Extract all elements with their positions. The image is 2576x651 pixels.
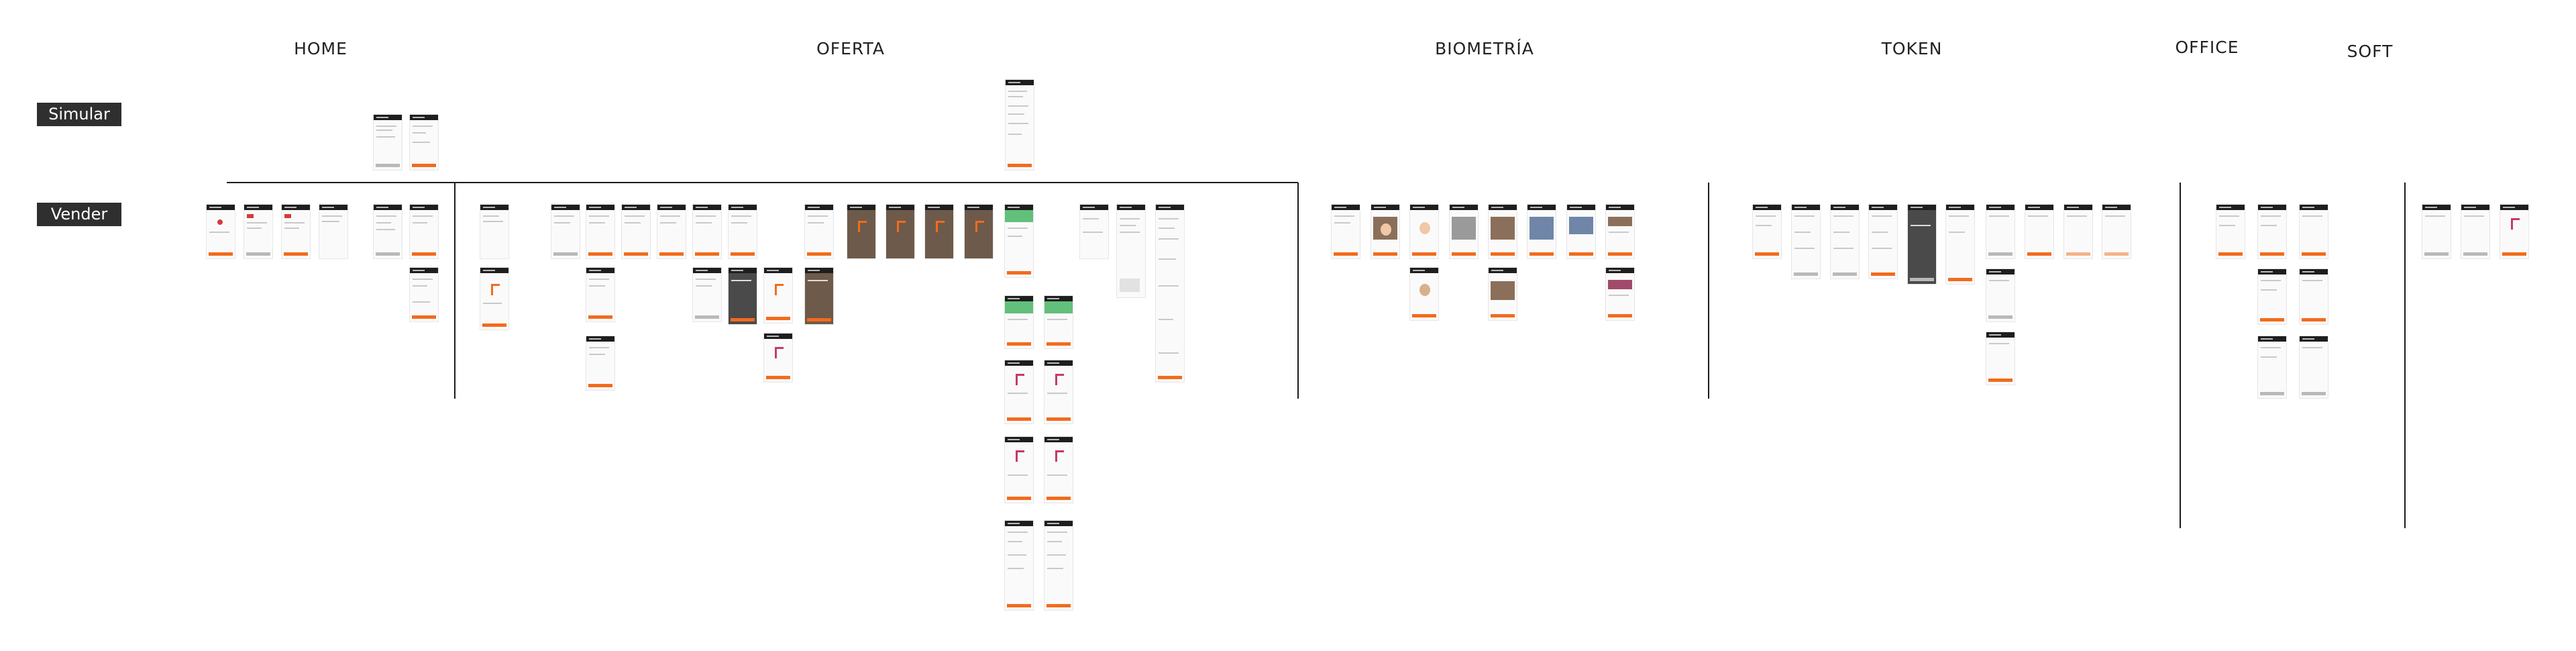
screen-thumbnail[interactable] [2063, 204, 2093, 259]
screen-thumbnail[interactable] [924, 204, 954, 259]
screen-thumbnail[interactable] [1527, 204, 1556, 259]
screen-thumbnail[interactable] [2299, 204, 2328, 259]
row-label-vender: Vender [37, 203, 121, 226]
screen-thumbnail[interactable] [1044, 436, 1073, 503]
screen-thumbnail[interactable] [586, 336, 615, 391]
section-title-soft: SOFT [2347, 42, 2394, 61]
screen-thumbnail[interactable] [2257, 268, 2287, 325]
screen-thumbnail[interactable] [1371, 204, 1400, 259]
screen-thumbnail[interactable] [409, 114, 439, 170]
screen-thumbnail[interactable] [1791, 204, 1821, 279]
screen-thumbnail[interactable] [1986, 204, 2015, 259]
screen-thumbnail[interactable] [1331, 204, 1360, 259]
screen-thumbnail[interactable] [1005, 79, 1034, 170]
screen-thumbnail[interactable] [728, 267, 757, 325]
screen-thumbnail[interactable] [804, 267, 834, 325]
screen-thumbnail[interactable] [1044, 295, 1073, 349]
screen-thumbnail[interactable] [763, 267, 793, 323]
screen-thumbnail[interactable] [1945, 204, 1975, 285]
screen-thumbnail[interactable] [1566, 204, 1596, 259]
section-title-biometria: BIOMETRÍA [1435, 39, 1534, 58]
screen-thumbnail[interactable] [373, 114, 402, 170]
screen-thumbnail[interactable] [2299, 336, 2328, 399]
screen-thumbnail[interactable] [1155, 204, 1185, 383]
screen-thumbnail[interactable] [1868, 204, 1898, 279]
section-title-office: OFFICE [2175, 38, 2239, 57]
screen-thumbnail[interactable] [621, 204, 651, 259]
screen-thumbnail[interactable] [1752, 204, 1782, 259]
screen-thumbnail[interactable] [586, 267, 615, 322]
screen-thumbnail[interactable] [1488, 267, 1517, 321]
screen-thumbnail[interactable] [1004, 204, 1034, 278]
section-title-oferta: OFERTA [816, 39, 885, 58]
screen-thumbnail[interactable] [1004, 436, 1034, 503]
screen-thumbnail[interactable] [1605, 204, 1635, 259]
divider-biometria-token [1708, 183, 1709, 399]
screen-thumbnail[interactable] [586, 204, 615, 259]
screen-thumbnail[interactable] [804, 204, 834, 259]
screen-thumbnail[interactable] [2461, 204, 2490, 259]
screen-thumbnail[interactable] [1004, 360, 1034, 424]
screen-thumbnail[interactable] [1116, 204, 1146, 298]
screen-thumbnail[interactable] [1044, 520, 1073, 611]
screen-thumbnail[interactable] [2500, 204, 2529, 259]
screen-thumbnail[interactable] [2216, 204, 2245, 259]
screen-thumbnail[interactable] [1986, 268, 2015, 322]
screen-thumbnail[interactable] [692, 267, 722, 322]
screen-thumbnail[interactable] [281, 204, 311, 259]
screen-thumbnail[interactable] [2299, 268, 2328, 325]
screen-thumbnail[interactable] [964, 204, 994, 259]
row-label-simular: Simular [37, 103, 121, 126]
screen-thumbnail[interactable] [657, 204, 686, 259]
divider-office-soft [2404, 183, 2406, 528]
divider-home-oferta [454, 183, 455, 399]
screen-thumbnail[interactable] [1449, 204, 1479, 259]
screen-thumbnail[interactable] [480, 204, 509, 259]
screen-thumbnail[interactable] [1079, 204, 1109, 259]
screen-thumbnail[interactable] [692, 204, 722, 259]
screen-thumbnail[interactable] [244, 204, 273, 259]
screen-thumbnail[interactable] [1409, 204, 1439, 259]
screen-thumbnail[interactable] [847, 204, 876, 259]
divider-oferta-biometria [1297, 183, 1299, 399]
screen-thumbnail[interactable] [1044, 360, 1073, 424]
screen-thumbnail[interactable] [1004, 295, 1034, 349]
section-title-token: TOKEN [1881, 39, 1943, 58]
screen-thumbnail[interactable] [1986, 332, 2015, 385]
screen-thumbnail[interactable] [2025, 204, 2054, 259]
screen-thumbnail[interactable] [480, 267, 509, 330]
screen-thumbnail[interactable] [1907, 204, 1937, 285]
divider-token-office [2180, 183, 2181, 528]
screen-thumbnail[interactable] [728, 204, 757, 259]
screen-thumbnail[interactable] [319, 204, 348, 259]
screen-thumbnail[interactable] [1605, 267, 1635, 321]
screen-thumbnail[interactable] [409, 267, 439, 322]
screen-thumbnail[interactable] [763, 333, 793, 383]
section-title-home: HOME [294, 39, 347, 58]
screen-thumbnail[interactable] [1488, 204, 1517, 259]
screen-thumbnail[interactable] [885, 204, 915, 259]
screen-thumbnail[interactable] [1004, 520, 1034, 611]
screen-thumbnail[interactable] [409, 204, 439, 259]
screen-thumbnail[interactable] [2257, 204, 2287, 259]
flow-divider-horizontal [227, 182, 1298, 183]
screen-thumbnail[interactable] [2422, 204, 2451, 259]
screen-thumbnail[interactable] [373, 204, 402, 259]
screen-thumbnail[interactable] [2102, 204, 2131, 259]
screen-thumbnail[interactable] [1409, 267, 1439, 321]
screen-thumbnail[interactable] [2257, 336, 2287, 399]
screen-thumbnail[interactable] [206, 204, 235, 259]
screen-thumbnail[interactable] [551, 204, 580, 259]
screen-thumbnail[interactable] [1830, 204, 1860, 279]
